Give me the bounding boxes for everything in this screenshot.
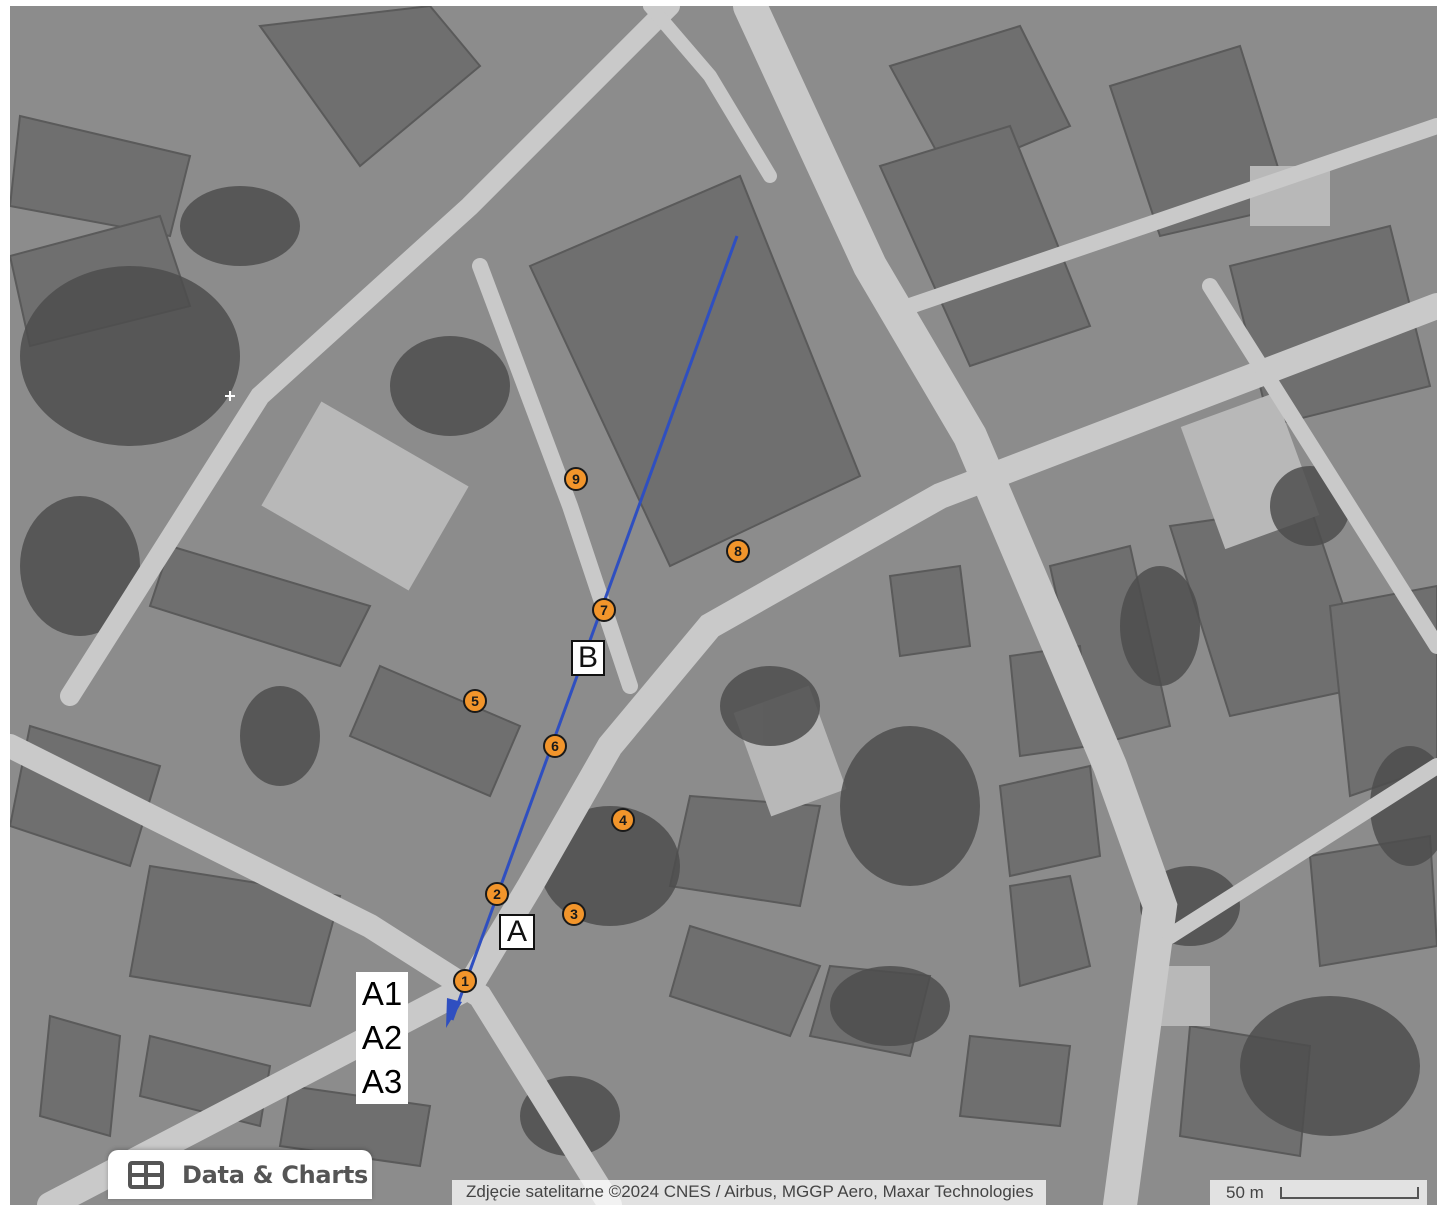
route-label: A2 [361,1019,403,1056]
map-marker-5[interactable]: 5 [463,689,487,713]
map-marker-1[interactable]: 1 [453,969,477,993]
map-marker-6[interactable]: 6 [543,734,567,758]
scale-label: 50 m [1226,1183,1264,1202]
point-a-text: A [506,915,527,948]
point-a-label[interactable]: A [499,914,535,950]
map-marker-2[interactable]: 2 [485,882,509,906]
map-attribution: Zdjęcie satelitarne ©2024 CNES / Airbus,… [452,1180,1046,1205]
point-b-text: B [577,641,598,674]
map-marker-9[interactable]: 9 [564,467,588,491]
data-charts-label: Data & Charts [182,1160,369,1189]
route-label: A3 [361,1063,403,1100]
data-charts-button[interactable]: Data & Charts [108,1150,372,1199]
satellite-map[interactable]: 1 2 3 4 5 6 7 8 9 B A A1 A2 A3 [10,6,1437,1205]
map-marker-8[interactable]: 8 [726,539,750,563]
route-labels: A1 A2 A3 [356,972,408,1104]
point-b-label[interactable]: B [571,640,605,676]
scale-bar [1280,1187,1419,1199]
map-marker-3[interactable]: 3 [562,902,586,926]
map-scale: 50 m [1210,1180,1427,1205]
map-marker-4[interactable]: 4 [611,808,635,832]
map-marker-7[interactable]: 7 [592,598,616,622]
satellite-imagery [10,6,1437,1205]
route-label: A1 [361,975,403,1012]
table-grid-icon [128,1160,164,1189]
